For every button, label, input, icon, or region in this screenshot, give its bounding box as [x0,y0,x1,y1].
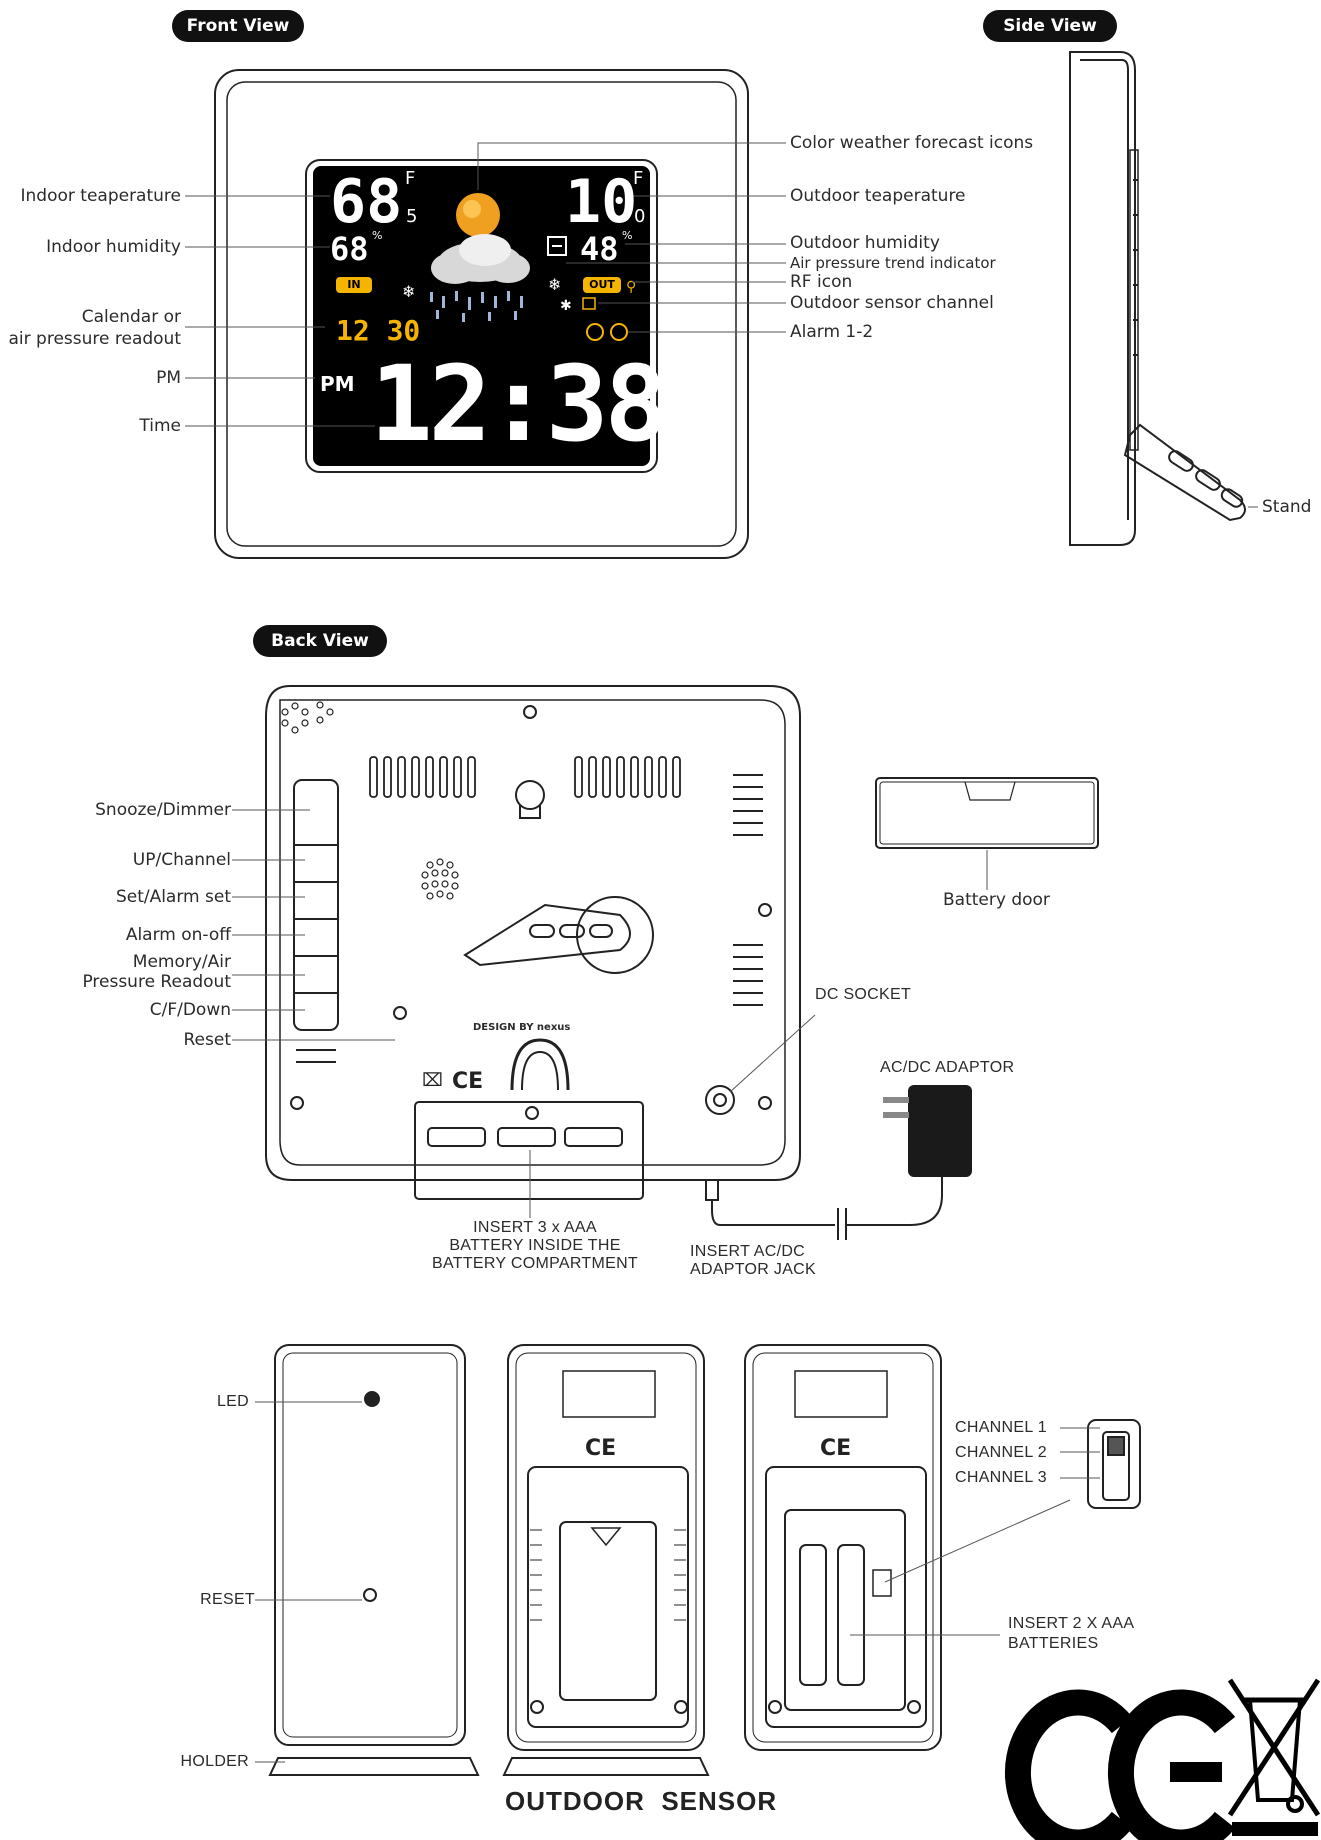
lcd-pm: PM [320,372,355,396]
label-time: Time [139,416,181,436]
label-led: LED [216,1393,249,1410]
snowflake-icon-3: ✱ [560,298,572,314]
label-rf-icon: RF icon [790,272,853,292]
lcd-outdoor-temp: 10 [565,167,638,237]
reset-button-back [393,1006,407,1020]
label-memory-air: Memory/Air [132,952,231,972]
sensor-back-2-drawing: CE [744,1344,942,1751]
sensor-back-1-drawing: CE [502,1344,710,1776]
label-up-channel: UP/Channel [132,850,231,870]
battery-door-drawing [875,777,1099,849]
label-outdoor-temperature: Outdoor teaperature [790,186,966,206]
label-cf-down: C/F/Down [149,1000,231,1020]
sensor-reset-icon [363,1588,377,1602]
label-stand: Stand [1262,497,1312,517]
label-insert-batteries-1: INSERT 3 x AAA [473,1219,597,1236]
lcd-bezel [305,159,658,473]
lcd-indoor-humidity: 68 [330,230,369,268]
lcd-calendar: 12 30 [336,314,421,347]
ce-mark [1004,1689,1236,1840]
label-channel-3: CHANNEL 3 [955,1469,1047,1486]
label-outdoor-channel: Outdoor sensor channel [790,293,994,313]
lcd-indoor-temp: 68 [330,167,403,237]
lcd-outdoor-temp-decimal: 0 [634,206,646,227]
svg-text:⌧: ⌧ [422,1070,443,1091]
label-calendar: Calendar or [81,307,181,327]
outdoor-sensor-title: OUTDOOR SENSOR [505,1786,778,1816]
channel-icon [582,297,596,310]
label-insert-jack-2: ADAPTOR JACK [690,1261,816,1278]
lcd-in-badge-text: IN [347,278,361,291]
label-set-alarm-set: Set/Alarm set [115,887,231,907]
label-sensor-reset: RESET [200,1591,255,1608]
sensor-front-drawing [268,1344,480,1776]
label-battery-door: Battery door [943,890,1050,910]
front-frame-outer [214,69,749,559]
label-indoor-humidity: Indoor humidity [46,237,181,257]
label-insert-2aaa-2: BATTERIES [1008,1635,1099,1652]
cloud-icon [431,234,530,284]
side-view-drawing [1069,51,1246,546]
label-color-weather-icons: Color weather forecast icons [790,133,1034,153]
out-badge [583,277,621,293]
lcd-indoor-temp-decimal: 5 [406,206,418,227]
trend-box [547,236,567,256]
side-view-tag: Side View [983,10,1117,42]
label-snooze-dimmer: Snooze/Dimmer [95,800,231,820]
weee-bin-icon [1227,1678,1321,1836]
led-icon [364,1391,380,1407]
label-insert-2aaa-1: INSERT 2 X AAA [1008,1615,1135,1632]
label-pm: PM [156,368,181,388]
in-badge [336,277,372,293]
label-insert-batteries-3: BATTERY COMPARTMENT [431,1255,639,1272]
keyhole-icon [515,780,545,810]
precipitation-icon [430,291,523,322]
lcd-outdoor-temp-unit: F [633,168,644,189]
label-alarm: Alarm 1-2 [790,322,874,342]
svg-text:CE: CE [585,1436,616,1461]
label-adaptor: AC/DC ADAPTOR [880,1059,1015,1076]
back-view-drawing: CE ⌧ [265,685,801,1200]
lcd-time: 12:38 [370,343,667,465]
snowflake-icon: ❄ [402,282,415,301]
back-view-tag: Back View [253,625,387,657]
label-reset: Reset [183,1030,232,1050]
lcd-out-badge-text: OUT [589,278,615,291]
alarm-1-icon [586,323,604,341]
label-air-pressure-trend: Air pressure trend indicator [790,254,996,272]
front-view-tag: Front View [172,10,304,42]
label-holder: HOLDER [180,1753,249,1770]
rf-icon: ⚲ [626,279,636,295]
svg-text:CE: CE [820,1436,851,1461]
lcd-outdoor-humidity-percent: % [622,229,633,242]
alarm-2-icon [610,323,628,341]
lcd-indoor-temp-unit: F [405,168,416,189]
label-indoor-temperature: Indoor teaperature [20,186,182,206]
label-design-by: DESIGN BY nexus [473,1022,571,1033]
front-frame-inner [226,81,737,547]
label-dc-socket: DC SOCKET [815,986,912,1003]
label-pressure-readout: Pressure Readout [82,972,231,992]
label-air-pressure-readout: air pressure readout [8,329,182,349]
label-channel-1: CHANNEL 1 [955,1419,1047,1436]
label-insert-batteries-2: BATTERY INSIDE THE [449,1237,621,1254]
label-insert-jack-1: INSERT AC/DC [690,1243,806,1260]
lcd-screen: ❄ ❄ ✱ ⚲ [313,166,650,466]
adaptor-drawing [705,1085,972,1240]
lcd-outdoor-humidity: 48 [580,230,619,268]
snowflake-icon-2: ❄ [548,275,561,294]
dc-socket [705,1085,735,1115]
label-alarm-on-off: Alarm on-off [125,925,231,945]
lcd-indoor-humidity-percent: % [372,229,383,242]
label-channel-2: CHANNEL 2 [955,1444,1047,1461]
svg-text:CE: CE [452,1069,483,1094]
channel-switch-drawing [1087,1419,1141,1509]
label-outdoor-humidity: Outdoor humidity [790,233,940,253]
